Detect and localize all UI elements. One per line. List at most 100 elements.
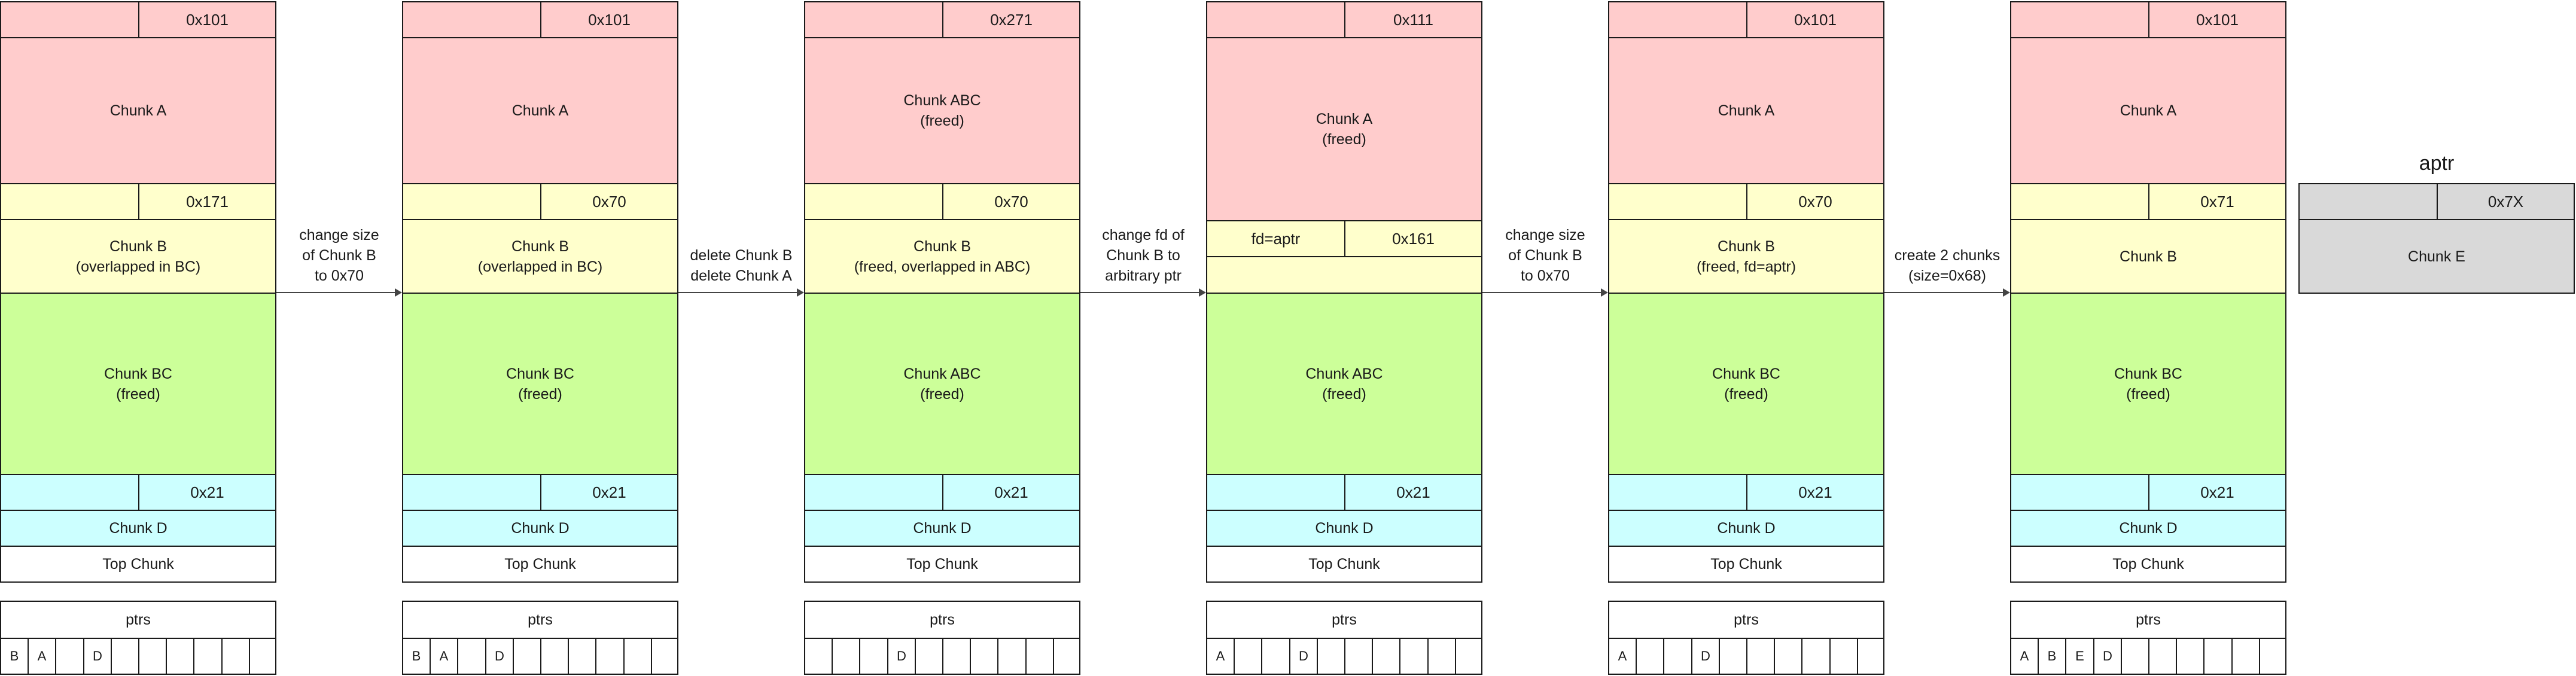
ptr-slot (804, 638, 833, 675)
chunk-b-prev-size-cell (1608, 183, 1747, 220)
chunk-d-prev-size-cell (1608, 474, 1747, 511)
chunk-d-size-cell: 0x21 (138, 474, 276, 511)
chunk-a-size-cell: 0x271 (942, 1, 1080, 38)
ptr-slot (1025, 638, 1054, 675)
chunk-b-block (1206, 256, 1482, 294)
ptr-slot (1053, 638, 1080, 675)
ptr-slot (55, 638, 84, 675)
chunk-b-block: Chunk B (overlapped in BC) (0, 219, 276, 294)
chunk-bc-block: Chunk BC (freed) (402, 293, 678, 475)
transition-arrow (276, 288, 402, 297)
ptr-slot (1234, 638, 1262, 675)
top-chunk-block: Top Chunk (402, 546, 678, 583)
chunk-b-block: Chunk B (freed, overlapped in ABC) (804, 219, 1080, 294)
chunk-e-block: Chunk E (2298, 219, 2575, 294)
ptr-slot (1774, 638, 1802, 675)
ptr-slot (138, 638, 167, 675)
chunk-a-block: Chunk ABC (freed) (804, 37, 1080, 184)
ptr-slot: D (2093, 638, 2122, 675)
chunk-a-size-cell: 0x101 (2148, 1, 2286, 38)
ptr-slot (513, 638, 541, 675)
chunk-d-block: Chunk D (2010, 510, 2286, 547)
ptr-slot (1857, 638, 1884, 675)
chunk-d-block: Chunk D (1206, 510, 1482, 547)
chunk-d-block: Chunk D (804, 510, 1080, 547)
ptr-slot (540, 638, 569, 675)
arrow-head-icon (1199, 288, 1206, 297)
ptr-slot (1801, 638, 1831, 675)
ptr-slot (2121, 638, 2149, 675)
chunk-bc-block: Chunk BC (freed) (1608, 293, 1884, 475)
chunk-a-prev-size-cell (1608, 1, 1747, 38)
ptr-slot (2176, 638, 2204, 675)
chunk-d-size-cell: 0x21 (942, 474, 1080, 511)
ptr-slot (568, 638, 596, 675)
ptr-slot (1719, 638, 1747, 675)
transition-label: change fd of Chunk B to arbitrary ptr (1102, 227, 1185, 284)
ptrs-label: ptrs (0, 601, 276, 639)
chunk-a-prev-size-cell (402, 1, 541, 38)
ptrs-label: ptrs (804, 601, 1080, 639)
chunk-a-size-cell: 0x101 (138, 1, 276, 38)
ptr-slot (1372, 638, 1400, 675)
chunk-b-block: Chunk B (freed, fd=aptr) (1608, 219, 1884, 294)
chunk-d-prev-size-cell (402, 474, 541, 511)
chunk-a-block: Chunk A (1608, 37, 1884, 184)
ptr-slot: A (1608, 638, 1637, 675)
ptr-slot (1829, 638, 1858, 675)
ptr-slot: A (28, 638, 56, 675)
chunk-d-size-cell: 0x21 (1746, 474, 1884, 511)
ptr-slot: E (2065, 638, 2094, 675)
ptr-slot (2203, 638, 2233, 675)
ptr-slot (997, 638, 1027, 675)
ptr-slot (859, 638, 888, 675)
chunk-a-size-cell: 0x101 (540, 1, 678, 38)
transition-label: create 2 chunks (size=0x68) (1894, 247, 2000, 284)
aptr-size-cell: 0x7X (2437, 183, 2575, 220)
ptr-slot: D (485, 638, 514, 675)
chunk-d-block: Chunk D (1608, 510, 1884, 547)
chunk-bc-block: Chunk ABC (freed) (804, 293, 1080, 475)
aptr-title: aptr (2419, 152, 2455, 175)
chunk-b-prev-size-cell (804, 183, 943, 220)
transition-label: change size of Chunk B to 0x70 (1505, 227, 1585, 284)
ptr-slot (249, 638, 276, 675)
ptr-slot (457, 638, 486, 675)
arrow-line (1482, 292, 1602, 293)
chunk-d-size-cell: 0x21 (540, 474, 678, 511)
ptr-slot (1399, 638, 1429, 675)
ptr-slot: A (430, 638, 458, 675)
ptr-slot: D (83, 638, 112, 675)
transition-arrow (1884, 288, 2010, 297)
ptr-slot: B (402, 638, 431, 675)
chunk-d-prev-size-cell (1206, 474, 1345, 511)
ptr-slot (166, 638, 194, 675)
ptr-slot (111, 638, 139, 675)
transition-label: delete Chunk B delete Chunk A (690, 247, 793, 284)
ptr-slot (221, 638, 250, 675)
chunk-a-prev-size-cell (2010, 1, 2149, 38)
ptr-slot (1455, 638, 1482, 675)
ptr-slot (1317, 638, 1345, 675)
chunk-a-block: Chunk A (0, 37, 276, 184)
ptr-slot (970, 638, 998, 675)
chunk-a-prev-size-cell (0, 1, 139, 38)
chunk-b-size-cell: 0x161 (1344, 220, 1482, 257)
chunk-b-size-cell: 0x70 (942, 183, 1080, 220)
chunk-b-prev-size-cell (0, 183, 139, 220)
ptr-slot: D (887, 638, 916, 675)
chunk-d-block: Chunk D (0, 510, 276, 547)
chunk-a-block: Chunk A (402, 37, 678, 184)
chunk-a-block: Chunk A (freed) (1206, 37, 1482, 221)
chunk-d-prev-size-cell (804, 474, 943, 511)
top-chunk-block: Top Chunk (1206, 546, 1482, 583)
ptr-slot (2259, 638, 2286, 675)
chunk-d-size-cell: 0x21 (1344, 474, 1482, 511)
ptr-slot: A (1206, 638, 1235, 675)
ptr-slot (1344, 638, 1373, 675)
chunk-b-size-cell: 0x70 (1746, 183, 1884, 220)
ptrs-label: ptrs (1608, 601, 1884, 639)
chunk-b-fd-cell: fd=aptr (1206, 220, 1345, 257)
ptr-slot: D (1289, 638, 1318, 675)
ptr-slot (1746, 638, 1775, 675)
